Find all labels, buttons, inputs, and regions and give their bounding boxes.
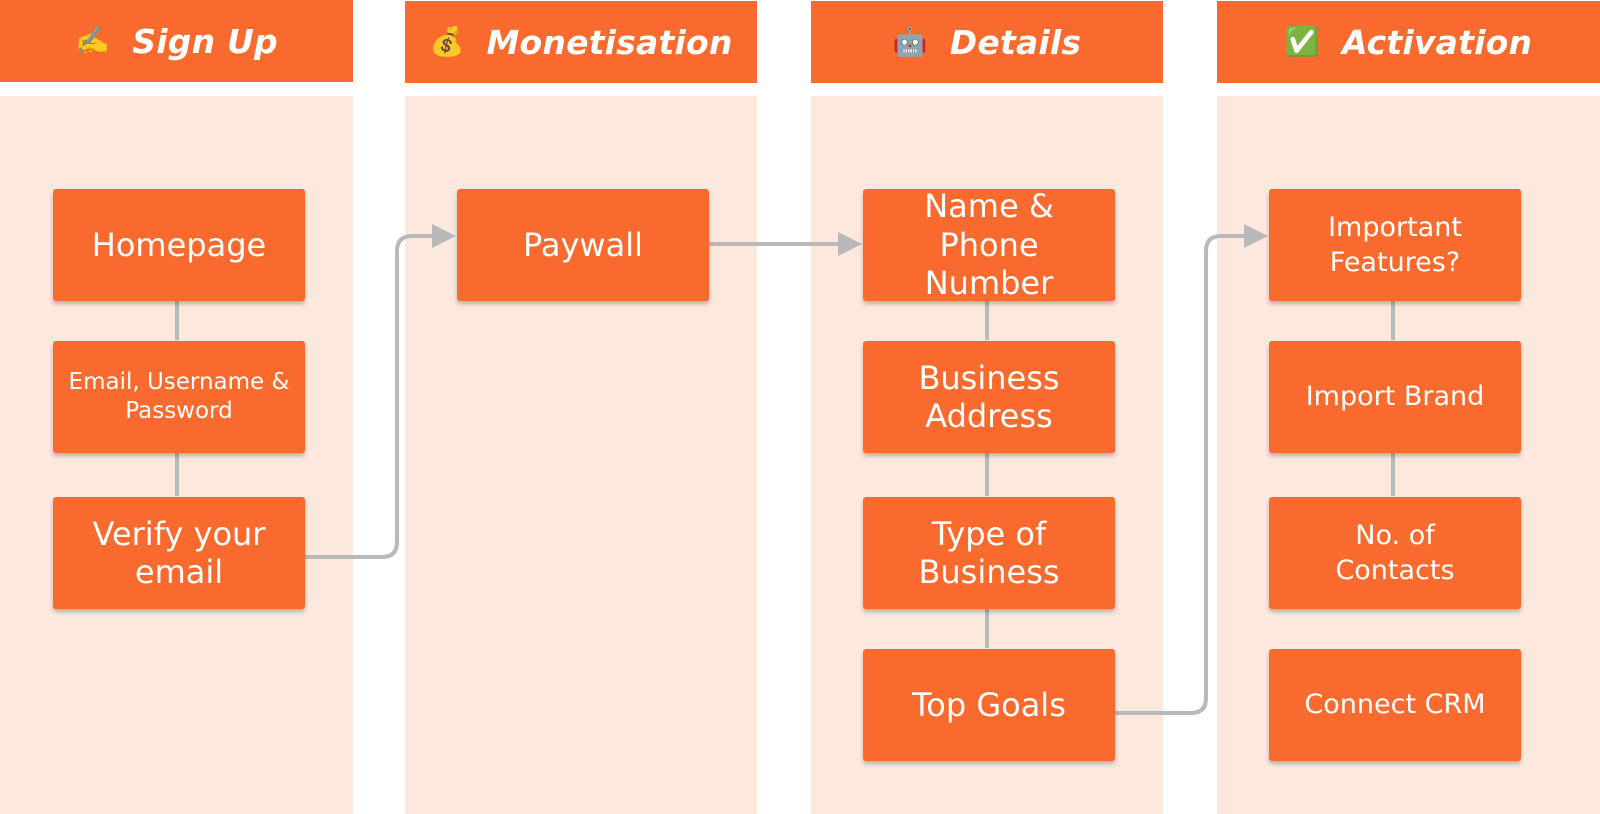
- check-mark-icon: ✅: [1284, 25, 1320, 58]
- arrowhead-paywall: [432, 224, 456, 248]
- column-title-activation: Activation: [1341, 22, 1533, 62]
- money-bag-icon: 💰: [429, 25, 465, 58]
- column-header-activation: ✅ Activation: [1217, 1, 1600, 83]
- column-header-monetisation: 💰 Monetisation: [405, 1, 757, 83]
- node-contacts: No. of Contacts: [1269, 497, 1521, 609]
- column-title-signup: Sign Up: [132, 21, 278, 61]
- arrow-verify-to-paywall: [300, 234, 436, 559]
- column-header-signup: ✍️ Sign Up: [0, 0, 353, 82]
- writing-hand-icon: ✍️: [75, 24, 111, 57]
- node-name-phone: Name & Phone Number: [863, 187, 1115, 302]
- arrow-goals-to-features: [1111, 234, 1248, 715]
- node-import-brand: Import Brand: [1269, 341, 1521, 453]
- node-top-goals: Top Goals: [863, 649, 1115, 761]
- robot-icon: 🤖: [892, 25, 928, 58]
- column-header-details: 🤖 Details: [811, 1, 1163, 83]
- arrowhead-features: [1244, 224, 1268, 248]
- node-verify-email: Verify your email: [53, 497, 305, 609]
- node-homepage: Homepage: [53, 189, 305, 301]
- node-credentials: Email, Username & Password: [53, 341, 305, 453]
- node-business-type: Type of Business: [863, 497, 1115, 609]
- node-connect-crm: Connect CRM: [1269, 649, 1521, 761]
- column-title-monetisation: Monetisation: [486, 22, 733, 62]
- node-business-address: Business Address: [863, 341, 1115, 453]
- node-paywall: Paywall: [457, 189, 709, 301]
- arrowhead-name: [838, 232, 862, 256]
- node-important-features: Important Features?: [1269, 189, 1521, 301]
- column-title-details: Details: [949, 22, 1082, 62]
